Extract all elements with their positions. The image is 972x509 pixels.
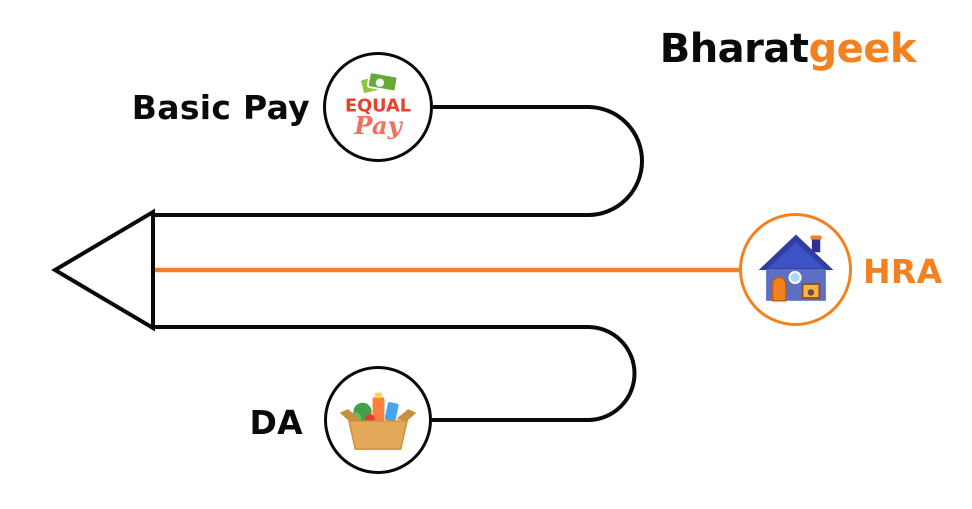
- box-flap-left: [339, 409, 360, 421]
- hra-circle: [739, 213, 852, 326]
- brand-text-primary: Bharat: [659, 26, 809, 72]
- box-flap-right: [396, 409, 417, 421]
- brand-text-accent: geek: [808, 26, 917, 72]
- round-window: [788, 270, 802, 284]
- hra-label: HRA: [863, 252, 943, 291]
- equal-pay-logo-icon: EQUAL Pay: [345, 71, 411, 140]
- basic-pay-connector-path: [154, 105, 644, 217]
- pay-text: Pay: [353, 111, 403, 140]
- box-front: [347, 420, 409, 450]
- chimney: [811, 236, 820, 252]
- da-circle: [324, 366, 432, 474]
- house-icon: [758, 234, 833, 301]
- basic-pay-label: Basic Pay: [131, 88, 310, 127]
- da-connector-path: [154, 325, 637, 422]
- carton: [384, 402, 399, 422]
- arrow-left-icon: [51, 208, 155, 332]
- basic-pay-circle: EQUAL Pay: [323, 52, 433, 162]
- da-label: DA: [249, 403, 303, 442]
- door: [771, 276, 786, 301]
- equal-text: EQUAL: [345, 97, 411, 117]
- grocery-box-icon: [339, 392, 417, 450]
- brand-logo: Bharatgeek: [659, 26, 917, 72]
- bottle: [372, 397, 385, 421]
- money-bills-icon: [359, 71, 399, 95]
